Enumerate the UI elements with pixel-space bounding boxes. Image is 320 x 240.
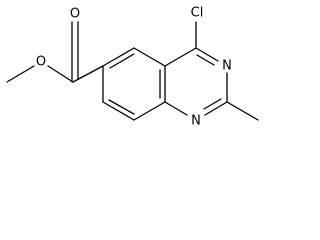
bond-c4-n3-inner bbox=[196, 54, 215, 66]
bond-c6-c5 bbox=[102, 47, 135, 67]
bonds bbox=[6, 21, 259, 121]
bond-carbonyl-ring bbox=[72, 65, 104, 83]
bond-o-carbonyl bbox=[47, 65, 74, 83]
bond-c2-n1 bbox=[204, 101, 228, 116]
bond-c8-c7-inner bbox=[108, 99, 135, 115]
atom-labels: O O Cl N N bbox=[36, 6, 232, 129]
n1-label: N bbox=[191, 114, 201, 129]
n3-label: N bbox=[222, 59, 232, 74]
bond-c5-c4a bbox=[133, 47, 166, 67]
bond-c8-c7 bbox=[102, 101, 135, 121]
bond-c4-n3 bbox=[195, 47, 219, 62]
bond-c2-n1-inner bbox=[203, 98, 222, 110]
ester-oxygen-label: O bbox=[36, 55, 46, 70]
bond-c8a-c8 bbox=[133, 101, 166, 121]
bond-c4a-c4 bbox=[164, 47, 197, 67]
chemical-structure: O O Cl N N bbox=[6, 6, 259, 129]
bond-c2-methyl bbox=[226, 101, 259, 121]
bond-methyl-o bbox=[6, 65, 35, 83]
bond-n1-c8a bbox=[164, 101, 188, 116]
carbonyl-oxygen-label: O bbox=[70, 7, 80, 22]
chlorine-label: Cl bbox=[191, 6, 204, 21]
bond-c6-c5-inner bbox=[109, 53, 135, 69]
